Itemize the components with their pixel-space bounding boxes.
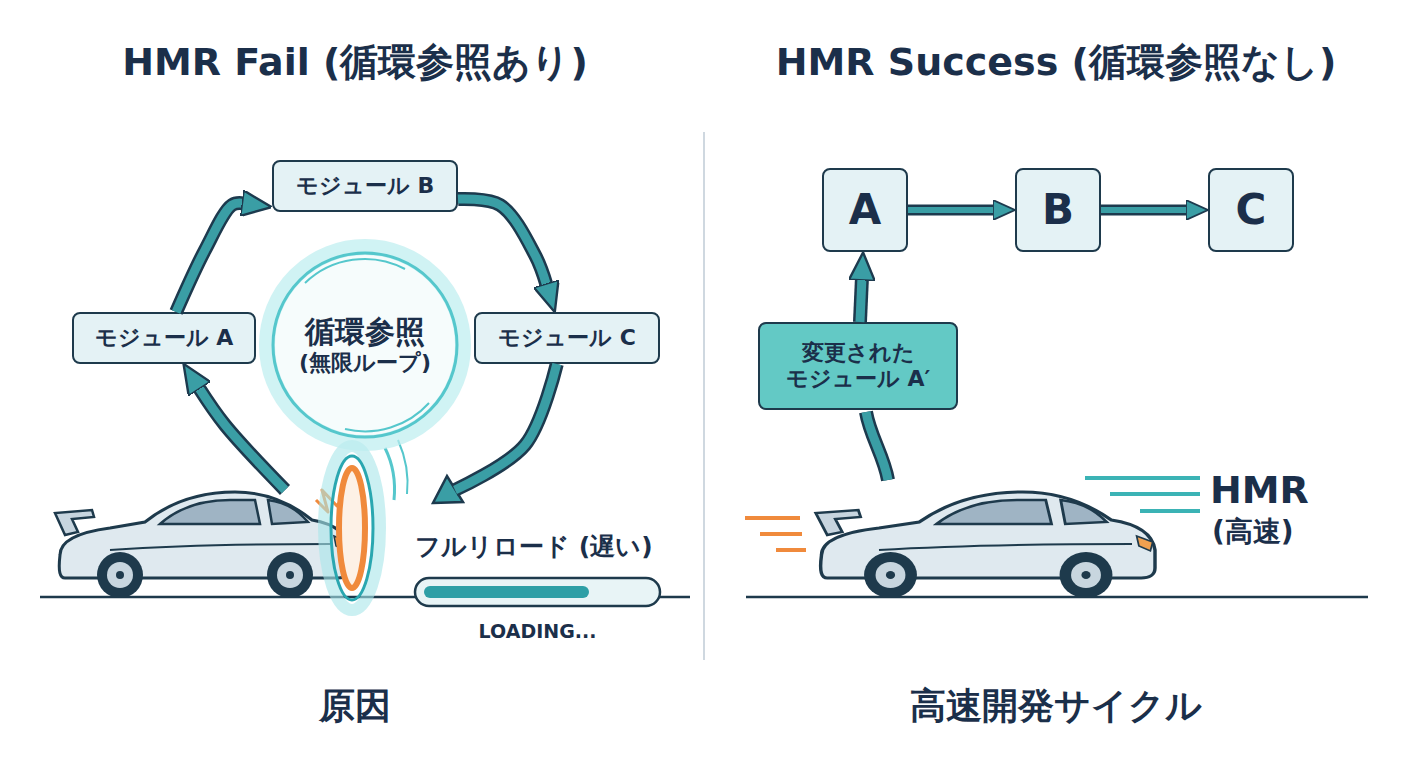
connector-arrow [1101, 210, 1187, 211]
car-illustration [55, 492, 350, 598]
connector-outline [458, 199, 547, 285]
portal-core [339, 468, 365, 588]
connector-line [908, 207, 994, 213]
connector-line [176, 203, 243, 312]
speed-note: (高速) [1212, 515, 1352, 549]
speed-line [760, 532, 802, 536]
panel-title: HMR Success (循環参照なし) [704, 40, 1408, 86]
loading-progress [424, 586, 589, 598]
connector-outline [176, 203, 243, 312]
connector-line [1101, 207, 1187, 213]
node-text: モジュール C [498, 325, 636, 351]
loading-text: LOADING... [415, 620, 660, 643]
node-text: A [849, 185, 882, 235]
connector-outline [860, 279, 862, 322]
connector-line [458, 199, 547, 285]
module-box: A [822, 168, 908, 252]
portal-ring [331, 456, 373, 600]
panel-caption: 原因 [0, 684, 710, 727]
cycle-circle: 循環参照(無限ループ) [255, 240, 475, 450]
module-box: C [1208, 168, 1294, 252]
connector-arrow [908, 210, 994, 211]
speed-label: HMR [1210, 468, 1350, 514]
speed-line [1085, 476, 1200, 480]
arrow-head [433, 476, 463, 503]
connector-outline [1101, 205, 1187, 216]
circle-glow [267, 247, 463, 443]
ground-line [746, 596, 1368, 599]
speed-line [776, 548, 806, 552]
module-box: B [1015, 168, 1101, 252]
speed-line [1110, 492, 1200, 496]
portal-streak [398, 440, 408, 494]
module-box: モジュール C [474, 312, 660, 364]
node-text: 循環参照 [305, 314, 425, 350]
car-illustration [816, 492, 1155, 598]
connector-arrow [458, 199, 547, 285]
circle-streak [305, 259, 405, 283]
node-text: B [1042, 185, 1074, 235]
module-box: モジュール A [72, 312, 256, 364]
module-box: モジュール B [272, 160, 458, 212]
portal-glow [324, 446, 380, 610]
panel-divider [703, 132, 705, 660]
speed-line [1140, 509, 1200, 513]
connector-line [199, 364, 557, 490]
connector-arrow [176, 203, 243, 312]
node-text: モジュール B [296, 173, 434, 199]
changed-module-box: 変更された モジュール A′ [758, 322, 958, 410]
node-text: (無限ループ) [299, 350, 431, 376]
connector-outline [908, 205, 994, 216]
status-text: フルリロード (遅い) [415, 532, 685, 562]
connector-outline [199, 364, 557, 490]
panel-title: HMR Fail (循環参照あり) [0, 40, 710, 86]
node-text: C [1236, 185, 1267, 235]
circle-streak [345, 403, 429, 431]
panel-caption: 高速開発サイクル [704, 684, 1408, 727]
arrow-shaft-outline [866, 412, 888, 480]
speed-line [745, 516, 800, 520]
connector-arrow [860, 279, 862, 322]
portal-streak [385, 448, 395, 500]
connector-arrow [199, 364, 557, 490]
node-text: 変更された モジュール A′ [768, 340, 948, 393]
connector-line [860, 279, 862, 322]
circle-ring [273, 253, 457, 437]
loading-bar [415, 578, 660, 606]
arrow-shaft [866, 412, 888, 480]
node-text: モジュール A [95, 325, 234, 351]
